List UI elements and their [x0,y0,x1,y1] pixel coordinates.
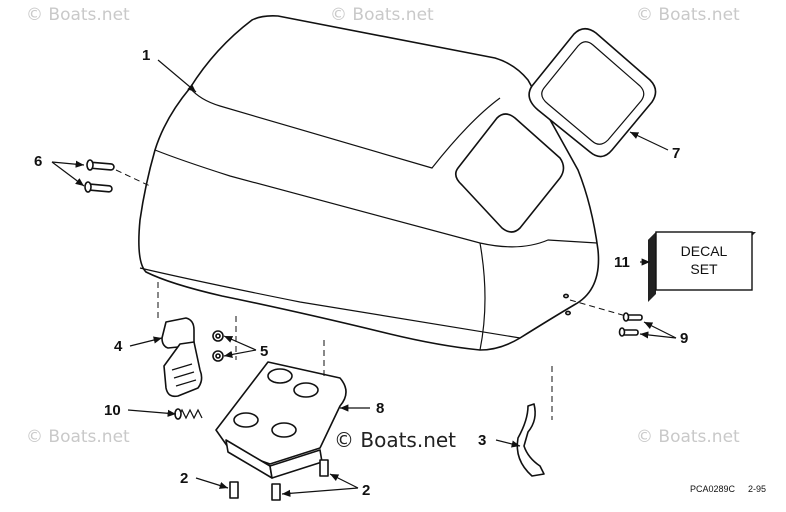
window-seal [528,27,657,158]
rivets-right [569,299,643,337]
callout-5: 5 [260,343,268,360]
callout-10: 10 [104,402,121,419]
watermark-bottom-right: © Boats.net [636,427,740,447]
side-bracket [516,403,545,477]
screws [229,459,329,501]
callout-2-left: 2 [180,470,188,487]
callout-1: 1 [142,47,150,64]
watermark-top-right: © Boats.net [636,5,740,25]
watermark-bottom-left: © Boats.net [26,427,130,447]
callout-6: 6 [34,153,42,170]
watermarks: © Boats.net © Boats.net © Boats.net © Bo… [26,5,740,452]
decal-line-2: SET [690,261,718,277]
decal-set: DECAL SET [648,231,756,302]
callout-labels: 1 6 7 11 9 4 5 10 8 3 2 2 [34,47,688,499]
watermark-center: © Boats.net [334,428,456,452]
alignment-lines [157,282,553,420]
callout-2-right: 2 [362,482,370,499]
leader-lines [51,59,677,497]
decal-line-1: DECAL [681,243,728,259]
pins-left [84,159,151,193]
figure-date-text: 2-95 [748,484,766,494]
callout-4: 4 [114,338,123,355]
motor-cover [138,15,600,351]
callout-3: 3 [478,432,486,449]
watermark-top-left: © Boats.net [26,5,130,25]
callout-8: 8 [376,400,384,417]
callout-9: 9 [680,330,688,347]
figure-code-text: PCA0289C [690,484,736,494]
washers [212,330,224,362]
spring [174,408,203,420]
latch-handle [161,317,203,398]
figure-code: PCA0289C 2-95 [690,484,766,494]
callout-11: 11 [614,254,630,271]
mounting-bracket [215,361,347,479]
callout-7: 7 [672,145,680,162]
watermark-top-center: © Boats.net [330,5,434,25]
